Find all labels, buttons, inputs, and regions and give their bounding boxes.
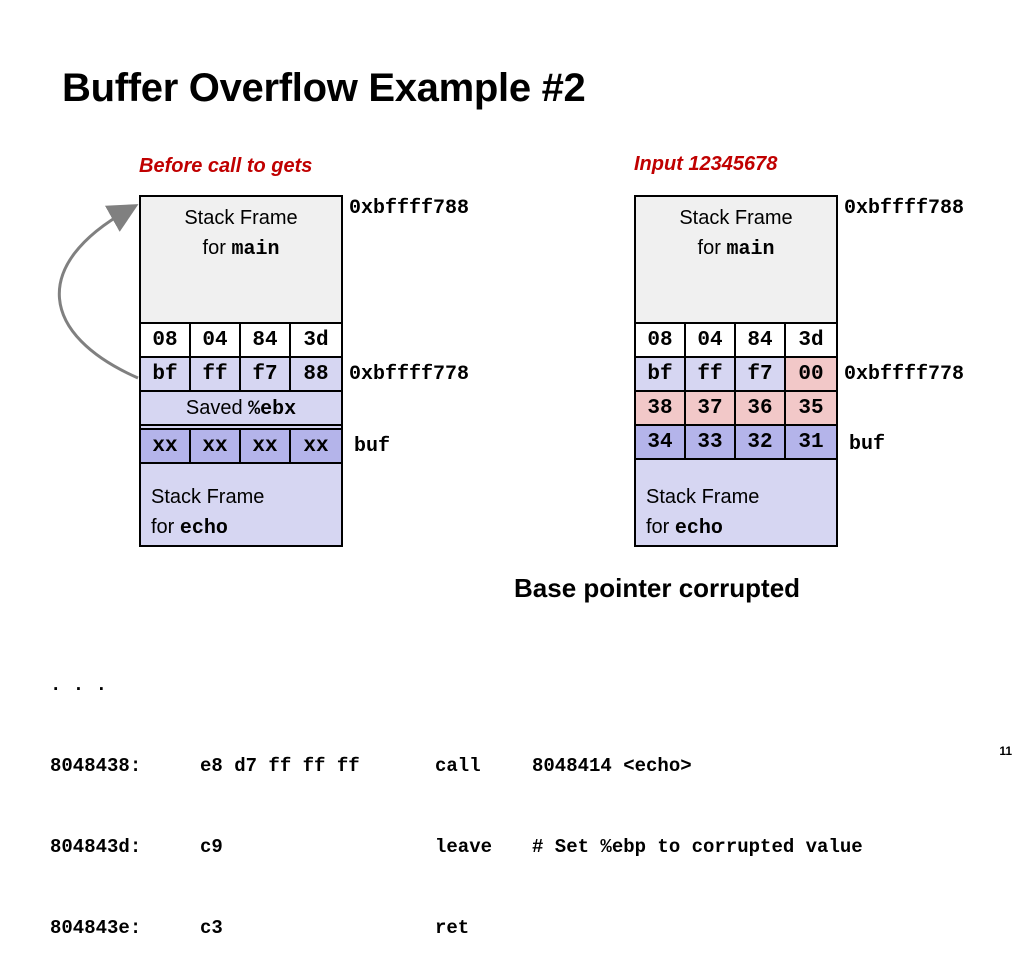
- byte-cell: 04: [686, 324, 736, 358]
- right-addr-mid: 0xbffff778: [844, 363, 965, 386]
- right-addr-top: 0xbffff788: [844, 197, 965, 220]
- byte-cell: 08: [141, 324, 191, 358]
- right-caption: Input 12345678: [634, 153, 778, 175]
- code-bytes: e8 d7 ff ff ff: [200, 755, 360, 777]
- code-line: 804843d: c9 leave # Set %ebp to corrupte…: [50, 834, 863, 861]
- right-echo-prefix: for: [646, 516, 675, 538]
- left-caption: Before call to gets: [139, 155, 313, 177]
- left-addr-top: 0xbffff788: [349, 197, 470, 220]
- right-main-frame: Stack Frame for main: [636, 197, 836, 324]
- code-line: 8048438: e8 d7 ff ff ff call 8048414 <ec…: [50, 753, 863, 780]
- saved-prefix: Saved: [185, 397, 249, 419]
- right-echo-code: echo: [674, 517, 723, 540]
- code-bytes: c9: [200, 836, 223, 858]
- curved-arrow-icon: [58, 204, 139, 380]
- byte-cell: xx: [291, 430, 341, 464]
- corrupted-byte-cell: 36: [736, 392, 786, 426]
- right-buf-label: buf: [849, 433, 886, 456]
- slide-number: 11: [999, 744, 1012, 758]
- left-main-prefix: for: [202, 237, 232, 259]
- left-ret-row: 08 04 84 3d: [141, 324, 341, 358]
- byte-cell: xx: [191, 430, 241, 464]
- code-op: leave: [435, 836, 493, 858]
- left-echo-line1: Stack Frame: [151, 486, 265, 508]
- left-buf-label: buf: [354, 435, 391, 458]
- code-addr: 8048438:: [50, 755, 142, 777]
- code-op: call: [435, 755, 481, 777]
- left-saved-ebx: Saved %ebx: [141, 392, 341, 426]
- right-echo-frame: Stack Frame for echo: [636, 482, 836, 544]
- left-echo-frame: Stack Frame for echo: [141, 482, 341, 544]
- byte-cell: 3d: [786, 324, 836, 358]
- byte-cell: xx: [241, 430, 291, 464]
- subheading: Base pointer corrupted: [514, 573, 801, 603]
- left-echo-line2: for echo: [151, 512, 341, 544]
- byte-cell: 32: [736, 426, 786, 460]
- right-saved-row: 38 37 36 35: [636, 392, 836, 426]
- left-echo-code: echo: [179, 517, 228, 540]
- corrupted-byte-cell: 38: [636, 392, 686, 426]
- right-main-prefix: for: [697, 237, 727, 259]
- byte-cell: bf: [636, 358, 686, 392]
- right-stack: Stack Frame for main 08 04 84 3d bf ff f…: [634, 195, 838, 547]
- right-echo-line1: Stack Frame: [646, 486, 760, 508]
- byte-cell: 84: [736, 324, 786, 358]
- right-main-line1: Stack Frame: [679, 207, 793, 229]
- byte-cell: 04: [191, 324, 241, 358]
- left-stack: Stack Frame for main 08 04 84 3d bf ff f…: [139, 195, 343, 547]
- code-line: . . .: [50, 672, 863, 699]
- byte-cell: 33: [686, 426, 736, 460]
- left-main-line1: Stack Frame: [184, 207, 298, 229]
- byte-cell: ff: [686, 358, 736, 392]
- left-ebp-row: bf ff f7 88: [141, 358, 341, 392]
- right-buf-row: 34 33 32 31: [636, 426, 836, 460]
- left-main-line2: for main: [141, 233, 341, 265]
- right-main-line2: for main: [636, 233, 836, 265]
- byte-cell: f7: [736, 358, 786, 392]
- byte-cell: 31: [786, 426, 836, 460]
- byte-cell: 88: [291, 358, 341, 392]
- byte-cell: ff: [191, 358, 241, 392]
- byte-cell: xx: [141, 430, 191, 464]
- byte-cell: 84: [241, 324, 291, 358]
- byte-cell: 34: [636, 426, 686, 460]
- code-line: 804843e: c3 ret: [50, 915, 863, 942]
- code-args: 8048414 <echo>: [532, 755, 692, 777]
- code-addr: 804843e:: [50, 917, 142, 939]
- left-echo-prefix: for: [151, 516, 180, 538]
- byte-cell: 3d: [291, 324, 341, 358]
- right-main-code: main: [726, 238, 775, 261]
- code-addr: . . .: [50, 674, 108, 696]
- code-bytes: [200, 672, 435, 699]
- code-addr: 804843d:: [50, 836, 142, 858]
- code-args: # Set %ebp to corrupted value: [532, 836, 863, 858]
- byte-cell: bf: [141, 358, 191, 392]
- corrupted-byte-cell: 35: [786, 392, 836, 426]
- code-bytes: c3: [200, 917, 223, 939]
- left-main-frame: Stack Frame for main: [141, 197, 341, 324]
- left-addr-mid: 0xbffff778: [349, 363, 470, 386]
- left-main-code: main: [231, 238, 280, 261]
- right-echo-line2: for echo: [646, 512, 836, 544]
- slide-title: Buffer Overflow Example #2: [62, 66, 586, 110]
- byte-cell: 08: [636, 324, 686, 358]
- left-buf-row: xx xx xx xx: [141, 428, 341, 464]
- code-op: [435, 672, 532, 699]
- corrupted-byte-cell: 37: [686, 392, 736, 426]
- right-ebp-row: bf ff f7 00: [636, 358, 836, 392]
- corrupted-byte-cell: 00: [786, 358, 836, 392]
- code-op: ret: [435, 917, 470, 939]
- disassembly: . . . 8048438: e8 d7 ff ff ff call 80484…: [50, 618, 863, 969]
- right-ret-row: 08 04 84 3d: [636, 324, 836, 358]
- byte-cell: f7: [241, 358, 291, 392]
- saved-code: %ebx: [248, 398, 297, 421]
